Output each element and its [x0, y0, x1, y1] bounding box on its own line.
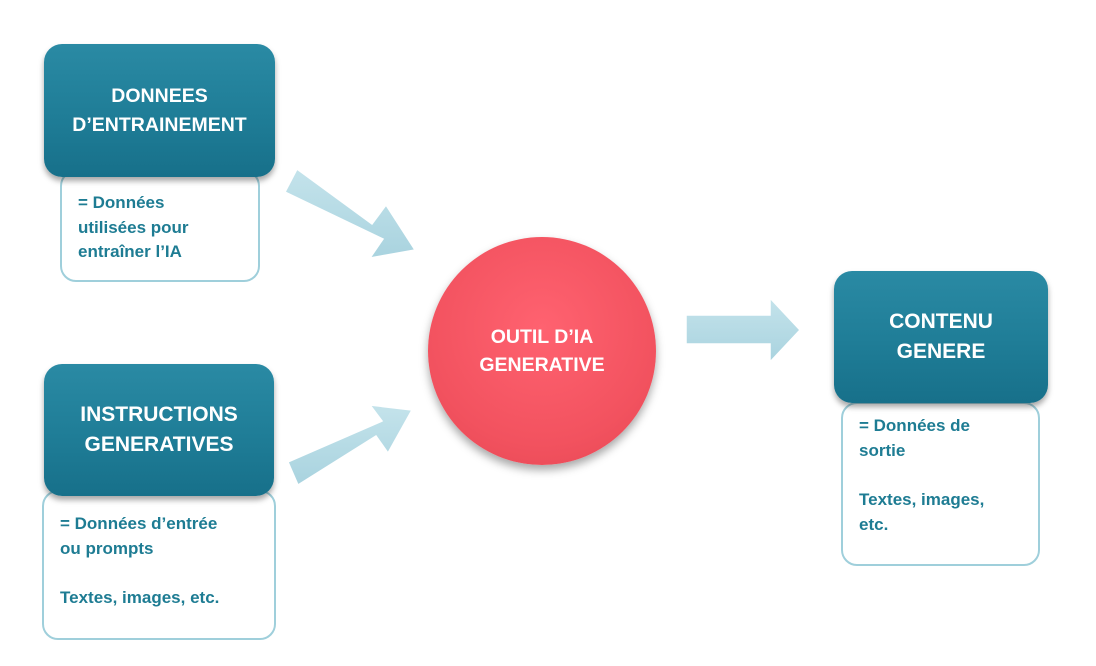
output-title-line-2: GENERE	[896, 340, 986, 363]
generative-ai-tool-circle: OUTIL D’IA GENERATIVE	[428, 237, 656, 465]
output-box: CONTENU GENERE	[834, 271, 1048, 403]
training-data-description-box: = Données utilisées pour entraîner l’IA	[60, 170, 260, 282]
tool-title-line-1: OUTIL D’IA	[490, 325, 594, 348]
training-data-title-line-2: D’ENTRAINEMENT	[72, 113, 247, 136]
arrow-tool-to-output	[685, 296, 802, 364]
instructions-description: = Données d’entrée ou prompts Textes, im…	[60, 514, 220, 607]
training-data-title-line-1: DONNEES	[111, 85, 208, 108]
training-data-description: = Données utilisées pour entraîner l’IA	[78, 193, 189, 262]
arrow-instructions-to-tool	[287, 404, 414, 487]
instructions-box: INSTRUCTIONS GENERATIVES	[44, 364, 274, 496]
training-data-box: DONNEES D’ENTRAINEMENT	[44, 44, 275, 177]
instructions-description-box: = Données d’entrée ou prompts Textes, im…	[42, 490, 276, 640]
output-description: = Données de sortie Textes, images, etc.	[859, 416, 985, 534]
tool-title-line-2: GENERATIVE	[479, 354, 605, 376]
arrow-training-to-tool	[283, 167, 417, 260]
output-title-line-1: CONTENU	[889, 309, 993, 333]
instructions-title-line-1: INSTRUCTIONS	[80, 402, 238, 426]
instructions-title-line-2: GENERATIVES	[84, 433, 234, 456]
output-description-box: = Données de sortie Textes, images, etc.	[841, 402, 1040, 566]
